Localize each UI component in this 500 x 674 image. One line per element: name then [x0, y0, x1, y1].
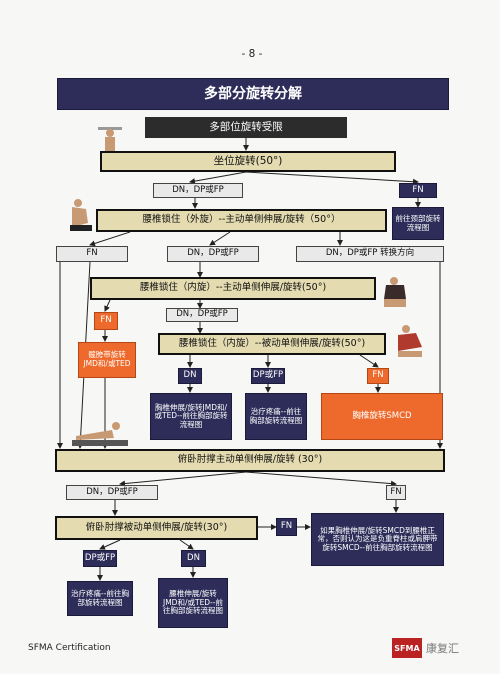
lumbar-locked-external-box: 腰椎锁住（外旋）--主动单侧伸展/旋转（50°）	[96, 209, 387, 232]
prone-passive-rotation-box: 俯卧肘撑被动单侧伸展/旋转(30°)	[55, 516, 258, 540]
dn-dp-fp-box-3: DN，DP或FP	[166, 308, 238, 322]
page-number: - 8 -	[241, 48, 263, 60]
fn-box-4: FN	[367, 368, 389, 384]
page-title: 多部分旋转分解	[57, 78, 449, 110]
dn-dp-fp-switch-direction-box: DN，DP或FP 转换方向	[296, 246, 444, 262]
treat-pain-box-2: 治疗疼痛--前往胸部旋转流程图	[67, 581, 133, 616]
dp-fp-box-7: DP或FP	[83, 550, 117, 567]
conclusion-box: 如果胸椎伸展/旋转SMCD到腰椎正常，否则认为这是负重脊柱或肩胛带旋转SMCD-…	[311, 513, 444, 566]
thoracic-jmd-ted-box: 胸椎伸展/旋转JMD和/或TED--前往胸部旋转流程图	[150, 393, 232, 440]
fn-box-6: FN	[276, 518, 297, 536]
lumbar-locked-internal-active-box: 腰椎锁住（内旋）--主动单侧伸展/旋转(50°)	[90, 277, 376, 300]
fn-box-2: FN	[56, 246, 128, 262]
rotation-figure-icon	[70, 199, 92, 231]
dn-box-7: DN	[181, 550, 206, 567]
dn-dp-fp-box-1: DN，DP或FP	[153, 183, 243, 198]
fn-box-3: FN	[94, 312, 118, 330]
sitting-rotation-box: 坐位旋转(50°)	[100, 151, 396, 172]
footer-certification: SFMA Certification	[28, 643, 111, 653]
hip-rotation-reference-box: 髋胯带旋转 JMD和/或TED	[78, 342, 136, 378]
lumbar-jmd-ted-box: 腰椎伸展/旋转 JMD和/或TED--前往胸部旋转流程图	[158, 578, 228, 628]
passive-rotation-figure-icon	[398, 325, 422, 357]
watermark: 康复汇	[426, 642, 459, 655]
dn-box-4: DN	[178, 368, 202, 384]
thoracic-rotation-smcd-box: 胸椎旋转SMCD	[321, 393, 443, 440]
dn-dp-fp-box-2: DN，DP或FP	[167, 246, 259, 262]
rotation-figure-icon	[384, 277, 406, 307]
dn-dp-fp-box-5: DN，DP或FP	[66, 485, 158, 500]
lumbar-locked-internal-passive-box: 腰椎锁住（内旋）--被动单侧伸展/旋转(50°)	[158, 333, 386, 355]
treat-pain-box-1: 治疗疼痛--前往胸部旋转流程图	[245, 393, 307, 440]
sfma-logo: SFMA	[392, 638, 422, 658]
fn-1-reference-box: 前往颈部旋转流程图	[392, 207, 444, 240]
flow-header: 多部位旋转受限	[145, 117, 347, 138]
fn-box-5: FN	[386, 485, 406, 500]
prone-figure-icon	[72, 422, 128, 446]
dp-fp-box-4: DP或FP	[251, 368, 285, 384]
prone-active-rotation-box: 俯卧肘撑主动单侧伸展/旋转 (30°)	[55, 449, 445, 472]
fn-box-1: FN	[399, 183, 437, 198]
